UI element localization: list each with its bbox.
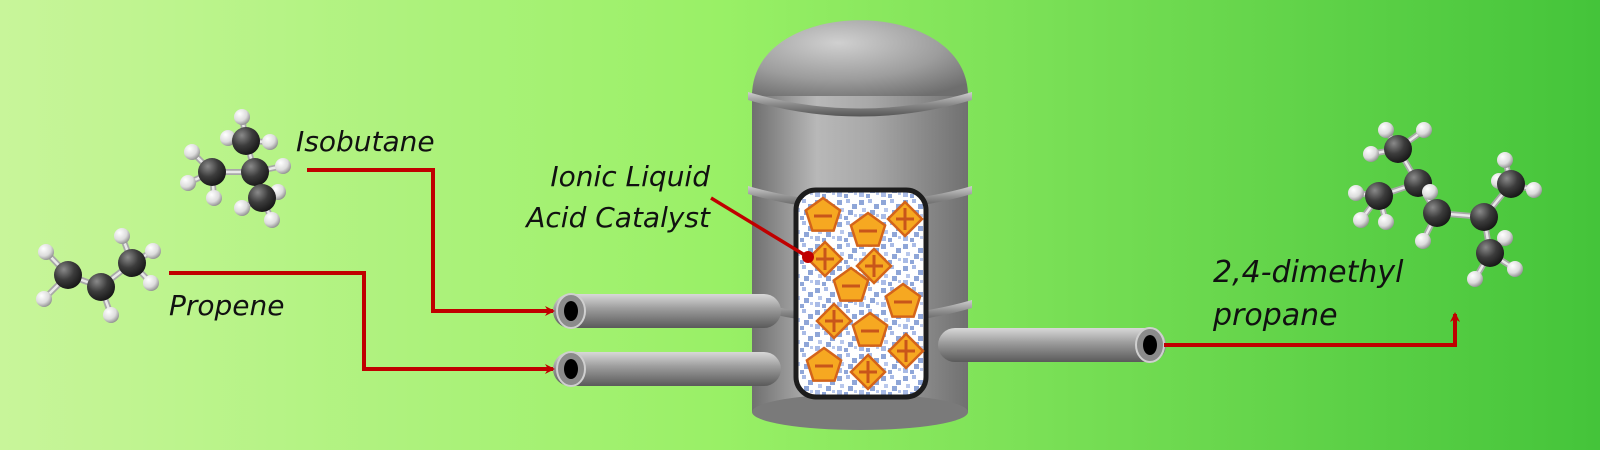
- propene-molecule-icon: [36, 228, 161, 323]
- catalyst-label-line1: Ionic Liquid: [550, 160, 710, 193]
- cation-plus-icon: [855, 247, 893, 285]
- anion-minus-icon: [805, 346, 843, 382]
- anion-minus-icon: [884, 282, 922, 318]
- catalyst-window: [793, 187, 929, 400]
- isobutane-molecule-icon: [180, 109, 291, 228]
- isobutane-label: Isobutane: [296, 125, 435, 158]
- anion-minus-icon: [804, 196, 842, 232]
- propene-flow-arrow: [169, 271, 555, 374]
- inlet-pipe-propene: [553, 351, 781, 387]
- anion-minus-icon: [832, 266, 870, 302]
- product-molecule-icon: [1348, 122, 1542, 287]
- propene-label: Propene: [169, 289, 285, 322]
- outlet-pipe: [938, 327, 1166, 363]
- cation-plus-icon: [806, 240, 844, 278]
- product-flow-arrow: [1164, 312, 1460, 347]
- catalyst-label-line2: Acid Catalyst: [524, 201, 711, 234]
- anion-minus-icon: [849, 211, 887, 247]
- isobutane-flow-arrow: [307, 168, 555, 316]
- cation-plus-icon: [886, 200, 924, 238]
- cation-plus-icon: [815, 302, 853, 340]
- anion-minus-icon: [851, 311, 889, 347]
- cation-plus-icon: [849, 353, 887, 391]
- product-label-line2: propane: [1212, 298, 1338, 333]
- cation-plus-icon: [887, 332, 925, 370]
- inlet-pipe-isobutane: [553, 293, 781, 329]
- catalyst-pointer: [710, 196, 814, 263]
- product-label-line1: 2,4-dimethyl: [1213, 255, 1404, 290]
- ion-group: [804, 196, 925, 391]
